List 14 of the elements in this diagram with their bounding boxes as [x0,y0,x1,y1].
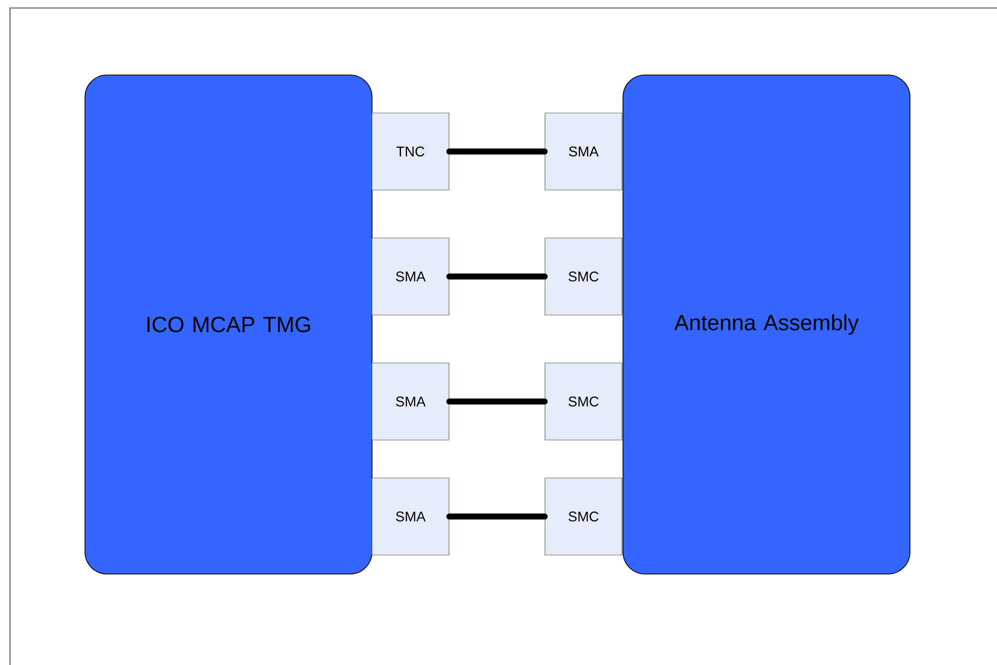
cable-line [446,514,548,520]
cable-line [446,274,548,280]
connector-box: SMC [544,238,622,316]
connector-box: SMA [544,112,622,190]
device-box: Antenna Assembly [622,74,910,574]
connector-box: TNC [372,112,450,190]
connector-box: SMA [372,238,450,316]
connector-box: SMA [372,478,450,556]
cable-line [446,148,548,154]
device-box: ICO MCAP TMG [84,74,372,574]
connector-box: SMC [544,362,622,440]
cable-line [446,398,548,404]
connector-box: SMA [372,362,450,440]
connector-box: SMC [544,478,622,556]
